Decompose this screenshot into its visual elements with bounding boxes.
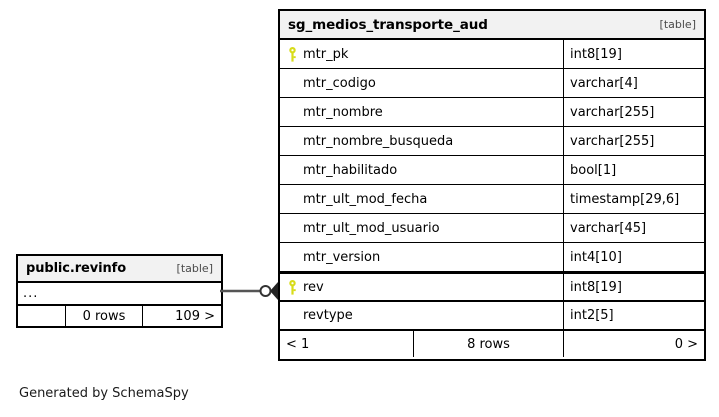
column-name-cell: mtr_ult_mod_usuario bbox=[280, 214, 564, 242]
entity-title-aud: sg_medios_transporte_aud bbox=[288, 16, 488, 33]
column-type-cell: int8[19] bbox=[570, 46, 622, 62]
key-icon-placeholder bbox=[288, 192, 297, 207]
column-type-cell: varchar[4] bbox=[570, 75, 638, 91]
table-row[interactable]: mtr_version int4[10] bbox=[280, 243, 704, 272]
column-type-cell: bool[1] bbox=[570, 162, 617, 178]
column-name-label: mtr_pk bbox=[303, 46, 349, 62]
entity-footer-aud: < 1 8 rows 0 > bbox=[280, 331, 704, 357]
entity-kind-aud: [table] bbox=[659, 18, 696, 31]
column-name-label: mtr_ult_mod_usuario bbox=[303, 220, 440, 236]
table-row[interactable]: mtr_pk int8[19] bbox=[280, 40, 704, 69]
key-icon bbox=[288, 46, 297, 62]
relationship-connector bbox=[220, 282, 278, 300]
column-name-cell: rev bbox=[280, 274, 564, 300]
entity-header-revinfo: public.revinfo [table] bbox=[18, 256, 221, 283]
column-name-label: mtr_version bbox=[303, 249, 381, 265]
column-type-cell: int2[5] bbox=[570, 308, 614, 323]
column-type-cell: varchar[255] bbox=[570, 133, 655, 149]
column-name-cell: mtr_ult_mod_fecha bbox=[280, 185, 564, 213]
key-icon-placeholder bbox=[288, 163, 297, 178]
column-name-label: mtr_ult_mod_fecha bbox=[303, 191, 428, 207]
footer-rowcount-revinfo: 0 rows bbox=[66, 306, 143, 326]
key-icon-placeholder bbox=[288, 221, 297, 236]
table-row[interactable]: mtr_ult_mod_fecha timestamp[29,6] bbox=[280, 185, 704, 214]
table-row[interactable]: mtr_ult_mod_usuario varchar[45] bbox=[280, 214, 704, 243]
table-row[interactable]: mtr_nombre varchar[255] bbox=[280, 98, 704, 127]
column-name-label: mtr_codigo bbox=[303, 75, 376, 91]
entity-public-revinfo[interactable]: public.revinfo [table] ... 0 rows 109 > bbox=[16, 254, 223, 328]
entity-columns-collapsed-revinfo[interactable]: ... bbox=[18, 283, 221, 306]
generated-by-caption: Generated by SchemaSpy bbox=[19, 386, 189, 401]
table-row[interactable]: mtr_codigo varchar[4] bbox=[280, 69, 704, 98]
table-row[interactable]: mtr_nombre_busqueda varchar[255] bbox=[280, 127, 704, 156]
key-icon bbox=[288, 279, 297, 295]
footer-rowcount-aud: 8 rows bbox=[414, 331, 564, 357]
column-name-label: rev bbox=[303, 279, 324, 295]
column-name-cell: mtr_version bbox=[280, 243, 564, 271]
entity-column-list-aud: mtr_pk int8[19] mtr_codigo varchar[4] mtr_no… bbox=[280, 40, 704, 331]
column-name-label: mtr_nombre bbox=[303, 104, 383, 120]
entity-kind-revinfo: [table] bbox=[176, 262, 213, 275]
footer-next-aud[interactable]: 0 > bbox=[674, 336, 698, 352]
column-name-cell: mtr_habilitado bbox=[280, 156, 564, 184]
footer-prev-aud[interactable]: < 1 bbox=[280, 331, 414, 357]
key-icon-placeholder bbox=[288, 308, 297, 323]
column-name-label: mtr_nombre_busqueda bbox=[303, 133, 454, 149]
column-name-label: revtype bbox=[303, 308, 353, 323]
key-icon-placeholder bbox=[288, 134, 297, 149]
table-row[interactable]: mtr_habilitado bool[1] bbox=[280, 156, 704, 185]
column-type-cell: timestamp[29,6] bbox=[570, 191, 680, 207]
footer-prev-revinfo[interactable] bbox=[18, 306, 66, 326]
column-type-cell: varchar[45] bbox=[570, 220, 647, 236]
entity-footer-revinfo: 0 rows 109 > bbox=[18, 306, 221, 326]
table-row[interactable]: rev int8[19] bbox=[280, 272, 704, 302]
cardinality-zero-circle bbox=[259, 285, 272, 297]
key-icon-placeholder bbox=[288, 105, 297, 120]
column-name-cell: mtr_nombre_busqueda bbox=[280, 127, 564, 155]
footer-next-revinfo[interactable]: 109 > bbox=[175, 308, 215, 324]
column-name-cell: mtr_nombre bbox=[280, 98, 564, 126]
column-type-cell: varchar[255] bbox=[570, 104, 655, 120]
column-type-cell: int8[19] bbox=[570, 279, 622, 295]
key-icon-placeholder bbox=[288, 76, 297, 91]
cardinality-many-crowsfoot bbox=[270, 282, 278, 300]
key-icon-placeholder bbox=[288, 250, 297, 265]
entity-title-revinfo: public.revinfo bbox=[26, 261, 127, 276]
table-row[interactable]: revtype int2[5] bbox=[280, 302, 704, 331]
column-name-label: mtr_habilitado bbox=[303, 162, 398, 178]
column-type-cell: int4[10] bbox=[570, 249, 622, 265]
column-name-cell: revtype bbox=[280, 302, 564, 329]
column-name-cell: mtr_pk bbox=[280, 40, 564, 68]
entity-header-aud: sg_medios_transporte_aud [table] bbox=[280, 11, 704, 40]
column-name-cell: mtr_codigo bbox=[280, 69, 564, 97]
